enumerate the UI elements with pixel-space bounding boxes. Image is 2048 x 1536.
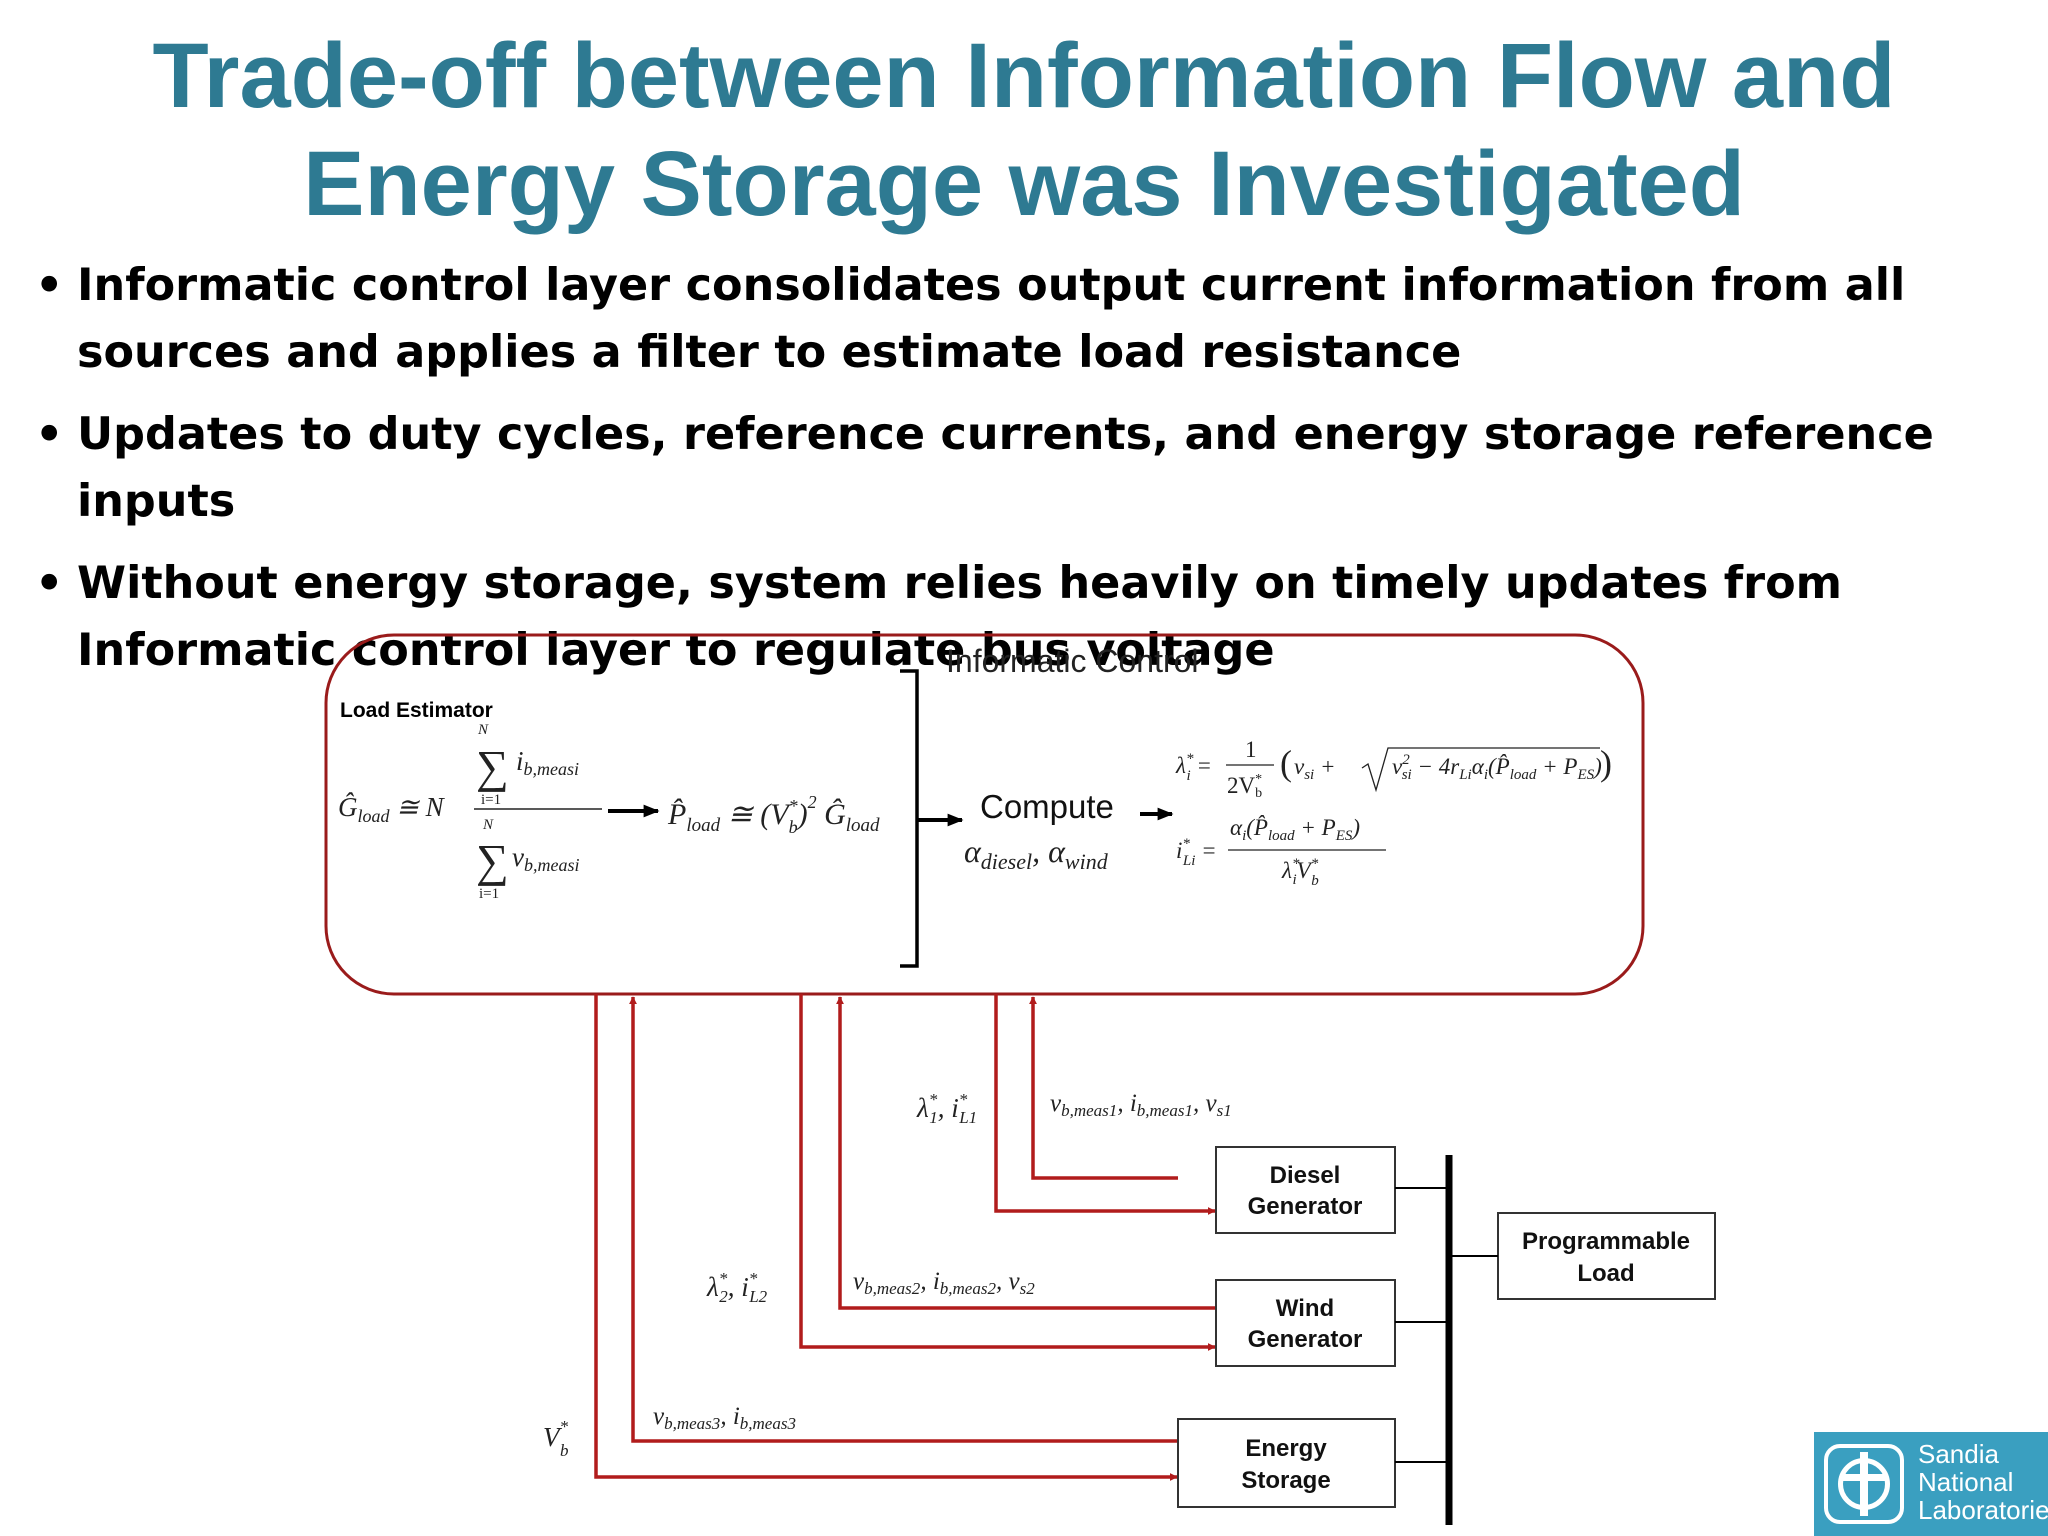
storage-line-2: Storage	[1241, 1467, 1330, 1494]
g-load-formula: Ĝload ≅ N N ∑ ib,measi i=1 N ∑ vb,measi …	[338, 722, 602, 902]
wind-line-2: Generator	[1248, 1326, 1363, 1353]
alpha-formula: αdiesel, αwind	[964, 833, 1109, 874]
energy-storage-box	[1177, 1418, 1396, 1508]
diesel-line-2: Generator	[1248, 1193, 1363, 1220]
title-line-1: Trade-off between Information Flow and	[152, 25, 1896, 127]
load-line-2: Load	[1577, 1260, 1634, 1287]
svg-text:vsi +: vsi +	[1294, 754, 1336, 783]
svg-text:N: N	[482, 817, 494, 833]
svg-text:2V*b: 2V*b	[1227, 772, 1262, 801]
svg-text:αi(P̂load + PES): αi(P̂load + PES)	[1230, 814, 1360, 844]
svg-text:i*Li =: i*Li =	[1176, 836, 1217, 869]
bullet-dot: •	[35, 260, 64, 311]
bracket	[900, 669, 919, 968]
wind-line-1: Wind	[1276, 1295, 1334, 1322]
logo-line-3: Laboratories	[1918, 1495, 2048, 1525]
p-load-formula: P̂load ≅ (V*b)2 Ĝload	[667, 792, 880, 837]
informatic-control-box	[324, 633, 1645, 996]
title-line-2: Energy Storage was Investigated	[303, 133, 1745, 235]
lambda1-label: λ*1, i*L1	[916, 1090, 977, 1127]
bullet-text: Informatic control layer consolidates ou…	[77, 260, 1906, 378]
informatic-control-label: Informatic Control	[946, 643, 1199, 679]
svg-text:(: (	[1280, 743, 1292, 783]
wind-generator-box	[1215, 1279, 1396, 1367]
bullet-dot: •	[35, 558, 64, 609]
bullet-list: • Informatic control layer consolidates o…	[35, 252, 2030, 699]
sandia-logo: Sandia National Laboratories	[1814, 1432, 2048, 1536]
meas1-label: vb,meas1, ib,meas1, vs1	[1050, 1090, 1232, 1120]
meas2-label: vb,meas2, ib,meas2, vs2	[853, 1268, 1035, 1298]
compute-label: Compute	[980, 788, 1114, 825]
svg-text:∑: ∑	[476, 741, 509, 792]
svg-text:vb,measi: vb,measi	[512, 842, 579, 875]
svg-text:∑: ∑	[476, 835, 509, 886]
load-line-1: Programmable	[1522, 1228, 1690, 1255]
svg-text:ib,measi: ib,measi	[516, 746, 579, 779]
logo-line-1: Sandia	[1918, 1439, 1999, 1469]
svg-text:): )	[1600, 743, 1612, 783]
bullet-dot: •	[35, 409, 64, 460]
load-estimator-label: Load Estimator	[340, 699, 493, 722]
bus	[1395, 1155, 1498, 1525]
logo-line-2: National	[1918, 1467, 2014, 1497]
svg-text:i=1: i=1	[481, 792, 501, 808]
bullet-text: Updates to duty cycles, reference curren…	[77, 409, 1934, 527]
signal-lines	[594, 994, 1216, 1481]
diesel-line-1: Diesel	[1270, 1162, 1341, 1189]
meas3-label: vb,meas3, ib,meas3	[653, 1403, 796, 1433]
sandia-thunderbird-icon	[1824, 1444, 1904, 1524]
svg-text:1: 1	[1245, 737, 1257, 762]
bullet-item: • Informatic control layer consolidates o…	[35, 252, 2030, 386]
diesel-generator-box	[1215, 1146, 1396, 1234]
storage-line-1: Energy	[1245, 1435, 1327, 1462]
svg-text:Ĝload ≅ N: Ĝload ≅ N	[338, 792, 446, 826]
svg-text:λ*i =: λ*i =	[1175, 751, 1212, 784]
programmable-load-box	[1497, 1212, 1716, 1300]
svg-text:N: N	[477, 722, 489, 738]
slide-title: Trade-off between Information Flow and E…	[0, 22, 2048, 238]
lambda2-label: λ*2, i*L2	[706, 1269, 768, 1306]
bullet-item: • Updates to duty cycles, reference curre…	[35, 401, 2030, 535]
svg-text:λ*iV*b: λ*iV*b	[1281, 856, 1319, 889]
svg-text:i=1: i=1	[479, 886, 499, 902]
vb-label: V*b	[543, 1417, 569, 1460]
